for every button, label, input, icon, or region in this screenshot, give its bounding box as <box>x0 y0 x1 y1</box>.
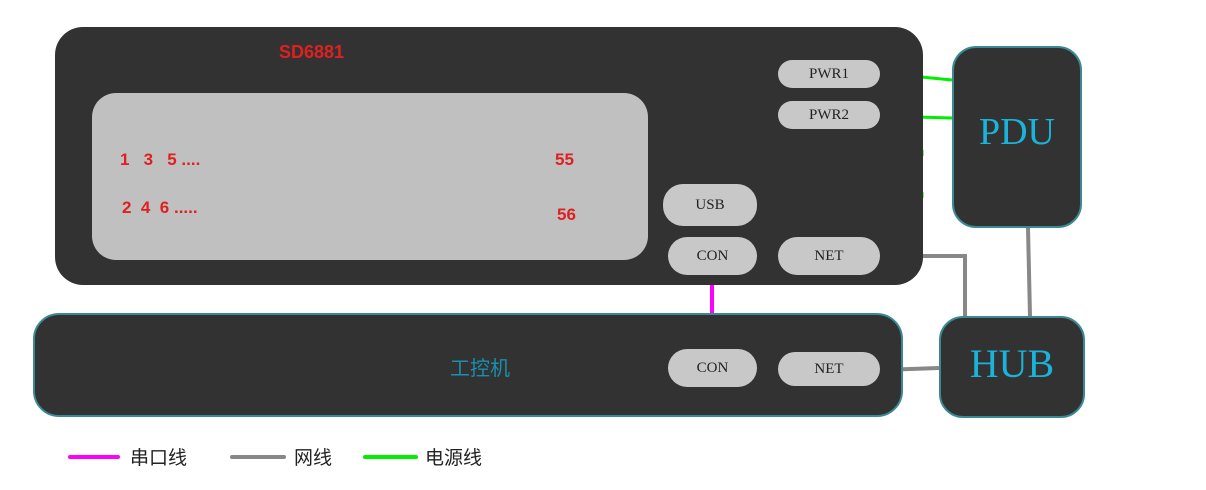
legend-power-swatch <box>363 455 418 459</box>
device-title: SD6881 <box>279 42 345 62</box>
port-last-odd-label: 55 <box>555 150 574 169</box>
legend-serial-label: 串口线 <box>130 447 188 469</box>
ipc-net-port: NET <box>778 352 880 386</box>
usb-port: USB <box>663 184 757 226</box>
legend-power-label: 电源线 <box>425 447 483 469</box>
ports-even-label: 2 4 6 ..... <box>122 198 198 217</box>
pwr2-port: PWR2 <box>778 101 880 129</box>
legend-network-swatch <box>230 455 286 459</box>
switch-console-port: CON <box>668 237 757 275</box>
hub-label: HUB <box>969 341 1055 386</box>
hub-device <box>939 316 1085 418</box>
ports-odd-label: 1 3 5 .... <box>120 150 201 169</box>
pwr1-port: PWR1 <box>778 60 880 88</box>
network-line-pdu <box>1026 227 1032 317</box>
legend-serial-swatch <box>68 455 120 459</box>
industrial-pc-device <box>33 313 903 417</box>
switch-net-port: NET <box>778 237 880 275</box>
industrial-pc-label: 工控机 <box>450 356 510 380</box>
pdu-label: PDU <box>978 111 1056 153</box>
pdu-device <box>952 46 1082 228</box>
port-panel <box>92 93 648 260</box>
legend-network-label: 网线 <box>294 447 333 469</box>
port-last-even-label: 56 <box>557 205 576 224</box>
ipc-console-port: CON <box>668 349 757 387</box>
